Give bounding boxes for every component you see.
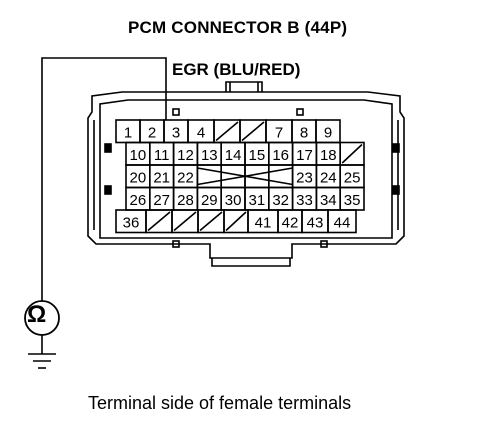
terminal-number: 18 [320,147,337,164]
terminal-number: 14 [225,147,242,164]
wire-label: EGR (BLU/RED) [172,60,301,79]
terminal-number: 27 [153,192,170,209]
terminal-number: 35 [344,192,361,209]
terminal-number: 41 [255,214,272,231]
terminal-number: 32 [272,192,289,209]
terminal-number: 8 [300,124,308,141]
locating-mark [296,108,304,116]
terminal-number: 22 [177,169,194,186]
terminal-number: 33 [296,192,313,209]
ground-icon [28,353,56,369]
side-key [104,185,112,195]
unused-terminal-mark [241,121,265,142]
terminal-number: 20 [130,169,147,186]
connector-housing [87,81,405,267]
terminal-number: 31 [249,192,266,209]
unused-terminal-mark [225,211,247,232]
terminal-number: 42 [282,214,299,231]
unused-terminal-mark [147,211,171,232]
caption: Terminal side of female terminals [88,393,352,413]
terminal-cell [327,209,357,234]
meter-lead [41,57,167,354]
terminal-number: 3 [172,124,180,141]
terminal-number: 21 [153,169,170,186]
terminal-number: 26 [130,192,147,209]
terminal-number: 7 [275,124,283,141]
terminal-number: 30 [225,192,242,209]
terminal-number: 29 [201,192,218,209]
terminal-number: 2 [148,124,156,141]
side-key [104,143,112,153]
terminal-number: 15 [249,147,266,164]
terminal-number: 13 [201,147,218,164]
terminal-number: 24 [320,169,337,186]
terminal-number: 11 [154,147,170,164]
terminal-number: 23 [296,169,313,186]
terminal-number: 9 [324,124,332,141]
terminal-number: 12 [177,147,194,164]
terminal-number: 25 [344,169,361,186]
terminal-number: 17 [296,147,313,164]
locating-mark [320,240,328,248]
terminal-number: 43 [307,214,324,231]
terminal-number: 36 [123,214,140,231]
connector-title: PCM CONNECTOR B (44P) [128,18,348,37]
locating-mark [172,108,180,116]
terminal-grid [104,108,400,248]
terminal-number: 44 [334,214,351,231]
ohm-symbol: Ω [27,301,47,328]
terminal-number: 10 [130,147,147,164]
unused-terminal-mark [173,211,197,232]
unused-terminal-mark [341,143,363,164]
terminal-number: 28 [177,192,194,209]
terminal-number: 1 [124,124,132,141]
side-key [392,185,400,195]
unused-terminal-mark [215,121,239,142]
terminal-number: 34 [320,192,337,209]
locating-mark [172,240,180,248]
terminal-number: 4 [197,124,205,141]
blank-block-cross [197,167,293,186]
terminal-number: 16 [272,147,289,164]
unused-terminal-mark [199,211,223,232]
side-key [392,143,400,153]
